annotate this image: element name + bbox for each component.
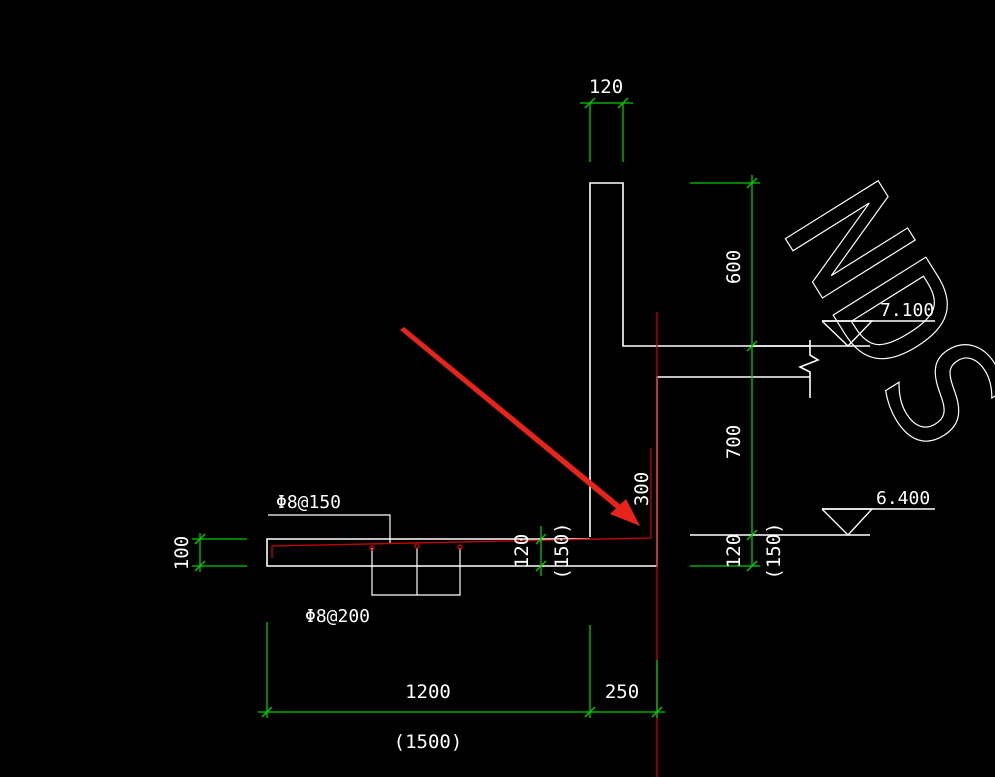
dim-cant-length: 1200 — [405, 681, 451, 703]
dimension-lines — [192, 97, 760, 718]
arrow-shaft — [400, 327, 622, 510]
rebar-top-label: Φ8@150 — [276, 492, 341, 513]
rebar-bottom-label: Φ8@200 — [305, 606, 370, 627]
dim-top-width: 120 — [589, 76, 623, 98]
rebar-dot-1 — [369, 545, 375, 551]
rebar-dot-2 — [414, 543, 420, 549]
rebar-top-leader — [268, 514, 391, 544]
top-rebar — [271, 448, 652, 558]
dim-wall-width: 250 — [605, 681, 639, 703]
dim-cant-length-alt: (1500) — [394, 731, 463, 753]
level-marker-lower — [690, 508, 935, 537]
level-lower-label: 6.400 — [876, 488, 930, 509]
watermark: NDS — [749, 156, 995, 479]
rebar-dot-3 — [457, 544, 463, 550]
dim-mid-slab: 120 — [511, 534, 533, 568]
dim-cant-thickness: 100 — [171, 536, 193, 570]
level-marker-upper — [750, 320, 935, 347]
dim-right-slab: 120 — [723, 534, 745, 568]
rebar-bottom-leader — [371, 548, 461, 596]
annotation-arrow — [400, 327, 640, 526]
break-line — [798, 340, 820, 398]
watermark-text: NDS — [749, 157, 995, 479]
dim-inner-height: 300 — [631, 472, 653, 506]
dim-lower-height: 700 — [723, 425, 745, 459]
arrow-head — [610, 499, 640, 526]
structure-outline — [266, 182, 820, 596]
dim-upper-height: 600 — [723, 250, 745, 284]
beam-outline — [266, 376, 810, 567]
parapet-outline — [589, 182, 810, 537]
dim-mid-slab-alt: (150) — [551, 522, 573, 579]
level-upper-label: 7.100 — [880, 300, 934, 321]
dim-right-slab-alt: (150) — [763, 522, 785, 579]
